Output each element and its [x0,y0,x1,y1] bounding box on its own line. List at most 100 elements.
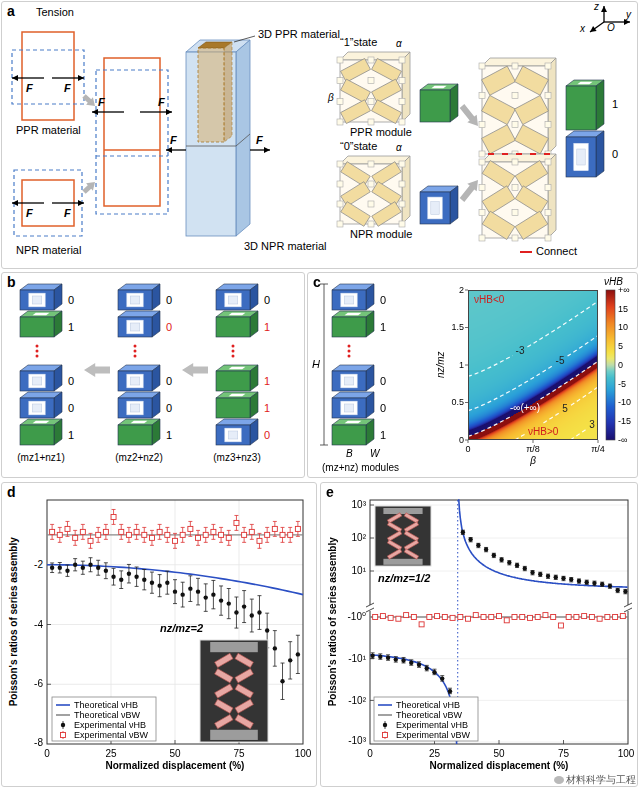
group-label: (mz2+nz2) [115,452,163,464]
line-stroke [281,542,285,543]
lattice-node [368,119,374,125]
photo-specimen [387,531,401,541]
lattice-plate [482,186,515,214]
lattice-node [368,221,374,227]
process-arrow [84,363,110,377]
lattice-node [337,201,343,207]
colorbar [606,290,615,440]
photo-specimen [387,540,401,550]
line-stroke [150,530,154,531]
lattice-node [337,78,343,84]
force-label: F [158,96,165,109]
line-stroke [227,588,231,589]
cube-window [225,293,241,307]
line-stroke [288,641,292,642]
line-stroke [211,539,215,540]
lattice-node [479,151,485,157]
tick-label: -10² [348,695,366,707]
line-stroke [250,539,254,540]
legend-sample [383,723,387,727]
tick-label: 50 [169,748,180,760]
cube-side [596,131,604,177]
ellipsis-dot [36,355,39,358]
data-point [450,615,455,620]
data-point [204,595,208,599]
lattice-node [545,210,551,216]
photo-specimen [215,699,233,713]
legend-label: Theoretical νBW [74,710,140,720]
cube-side [152,419,160,445]
data-point [620,614,625,619]
line-stroke [234,36,255,42]
line-stroke [112,524,116,525]
line-stroke [142,569,146,570]
data-point [57,532,62,537]
tick-label: 15 [618,304,628,314]
legend-sample [378,704,392,706]
line-stroke [175,740,176,744]
line-stroke [234,530,238,531]
annotation-label: PPR material [16,124,81,137]
arrow-head [264,147,270,153]
data-point [608,584,612,588]
cube-front [118,398,152,418]
lattice-node [337,221,343,227]
plot-frame [47,500,303,744]
data-point [149,535,154,540]
cube-window [33,421,50,423]
cube-window [127,293,143,307]
deformed-outline [12,50,84,104]
data-point [468,537,472,541]
cube-side [596,80,604,130]
line-stroke [281,527,285,528]
ratio-label: νHB<0 [474,294,504,306]
cube-window [29,401,45,415]
data-point [142,577,146,581]
line-stroke [96,560,100,561]
deformed-outline [96,70,168,214]
cube-window [131,421,148,423]
line-stroke [265,542,269,543]
state-digit: 1 [264,402,270,415]
cube-side [54,284,62,310]
legend-box [52,697,156,741]
line-stroke [112,509,116,510]
line-stroke [165,594,169,595]
line-stroke [50,539,54,540]
data-point [188,586,192,590]
lattice-plate [482,125,516,154]
line-stroke [73,558,77,559]
ellipsis-dot [348,350,351,353]
line-stroke [142,589,146,590]
photo-specimen [235,699,253,713]
line-stroke [324,284,325,445]
state-digit: 1 [68,321,74,334]
data-point [551,615,556,620]
cube-side [152,311,160,337]
cube-window [32,377,42,385]
lattice-plate [515,66,549,95]
state-digit: 0 [612,148,618,161]
core-front [198,48,224,142]
cube-front [332,398,366,418]
legend-sample [56,714,70,716]
cube-front [332,317,366,337]
line-stroke [65,536,69,537]
lattice-node [368,181,374,187]
state-digit: 0 [264,294,270,307]
data-point [211,592,215,596]
line-stroke [402,657,406,658]
group-label: (mz+nz) modules [322,462,399,474]
data-point [119,529,124,534]
line-stroke [158,539,162,540]
process-arrow [182,363,208,377]
cube-front [20,317,54,337]
plot-frame [370,500,628,744]
data-point [585,580,589,584]
line-stroke [204,611,208,612]
cube-front [216,371,250,391]
data-point [409,661,413,665]
line-stroke [73,530,77,531]
line-stroke [58,572,62,573]
lattice-node [399,98,405,104]
